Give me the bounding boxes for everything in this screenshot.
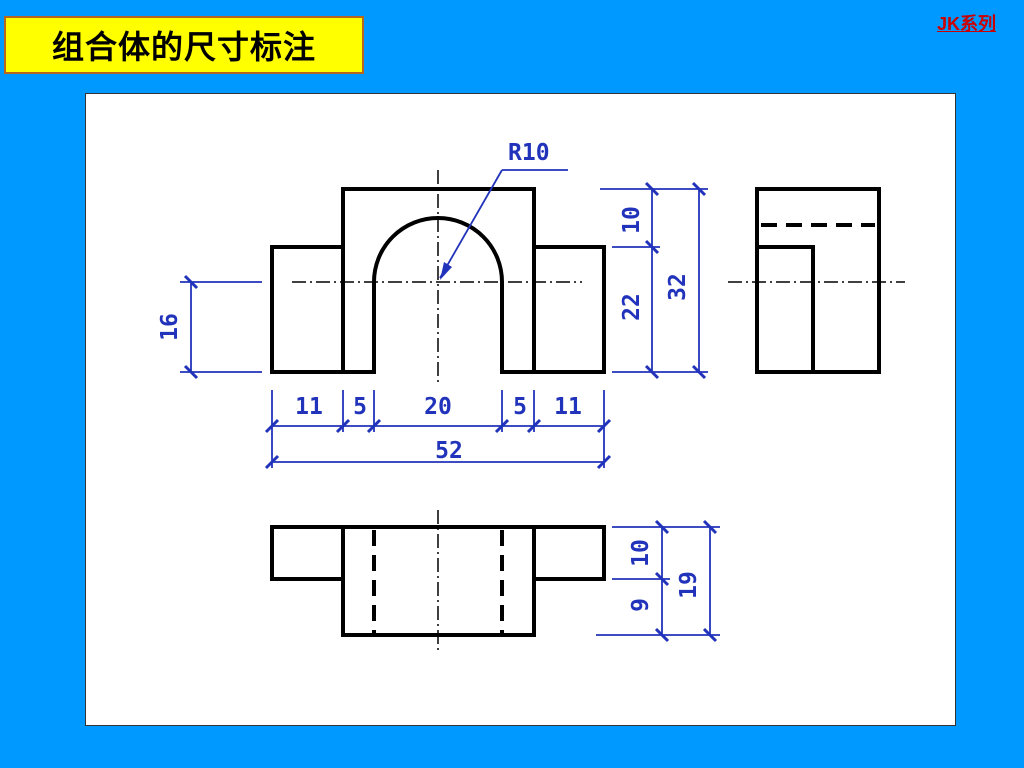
dim-width-11-left: 11 xyxy=(295,394,323,420)
radius-arrow-icon xyxy=(440,262,452,280)
slide-title: 组合体的尺寸标注 xyxy=(4,16,364,74)
dim-plan-10: 10 xyxy=(628,539,654,567)
front-view xyxy=(270,187,606,374)
front-left-flange xyxy=(270,245,345,374)
drawing-area xyxy=(85,93,956,726)
dim-width-20: 20 xyxy=(424,394,452,420)
dim-width-5-left: 5 xyxy=(353,394,367,420)
side-view xyxy=(755,187,881,374)
dim-top-part: 10 xyxy=(619,206,645,234)
dim-plan-19: 19 xyxy=(676,571,702,599)
top-hidden-lines xyxy=(372,530,504,633)
series-tag[interactable]: JK系列 xyxy=(936,14,996,34)
dim-plan-9: 9 xyxy=(628,598,654,612)
front-centerlines xyxy=(292,170,582,385)
dim-total-width: 52 xyxy=(435,438,463,464)
dim-lower-part: 22 xyxy=(619,293,645,321)
dim-width-5-right: 5 xyxy=(513,394,527,420)
dim-front-height: 16 xyxy=(157,313,183,341)
front-main-block xyxy=(341,187,536,374)
dim-total-height: 32 xyxy=(665,273,691,301)
front-right-flange xyxy=(532,245,606,374)
dim-radius: R10 xyxy=(508,140,550,166)
dimension-ticks xyxy=(183,181,718,643)
dim-width-11-right: 11 xyxy=(554,394,582,420)
